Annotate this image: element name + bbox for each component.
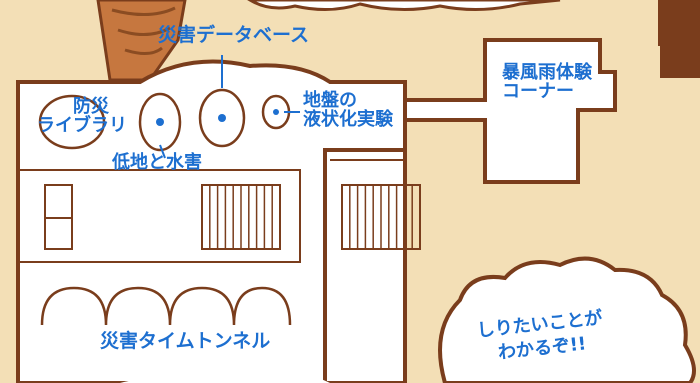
label-time-tunnel: 災害タイムトンネル (100, 330, 271, 352)
inner-wall (18, 169, 301, 263)
label-liquefaction-line1: 地盤の (303, 90, 357, 111)
tree-trunk (96, 0, 187, 82)
label-storm-corner: 暴風雨体験 コーナー (502, 62, 592, 102)
bottom-floor-curve (120, 371, 330, 383)
lowland-circle (138, 92, 182, 152)
label-ground-liquefaction: 地盤の 液状化実験 (303, 90, 393, 130)
database-circle (198, 88, 246, 148)
side-shelf (341, 184, 421, 250)
side-room (323, 148, 407, 383)
speech-cloud (438, 256, 696, 383)
lowland-pointer (159, 144, 166, 159)
label-storm-corner-line1: 暴風雨体験 (502, 62, 592, 83)
left-table (44, 184, 73, 250)
main-hall (16, 59, 407, 383)
liquefaction-marker (273, 109, 279, 115)
label-disaster-database: 災害データベース (158, 24, 310, 46)
top-right-wall (600, 0, 700, 78)
label-bousai-library: 防災 ライブラリ (37, 96, 127, 136)
lowland-marker (156, 118, 164, 126)
top-right-wall-inner (658, 0, 700, 46)
time-tunnel-arches (40, 286, 292, 326)
center-shelf (201, 184, 281, 250)
database-marker (218, 114, 226, 122)
label-liquefaction-line2: 液状化実験 (303, 108, 393, 130)
title-bubble-edge (247, 0, 561, 12)
label-bousai-library-line1: 防災 (73, 96, 109, 117)
library-circle (38, 94, 106, 150)
label-bousai-library-line2: ライブラリ (37, 114, 127, 136)
label-storm-corner-line2: コーナー (502, 80, 574, 102)
label-lowland-water: 低地と水害 (112, 152, 202, 173)
